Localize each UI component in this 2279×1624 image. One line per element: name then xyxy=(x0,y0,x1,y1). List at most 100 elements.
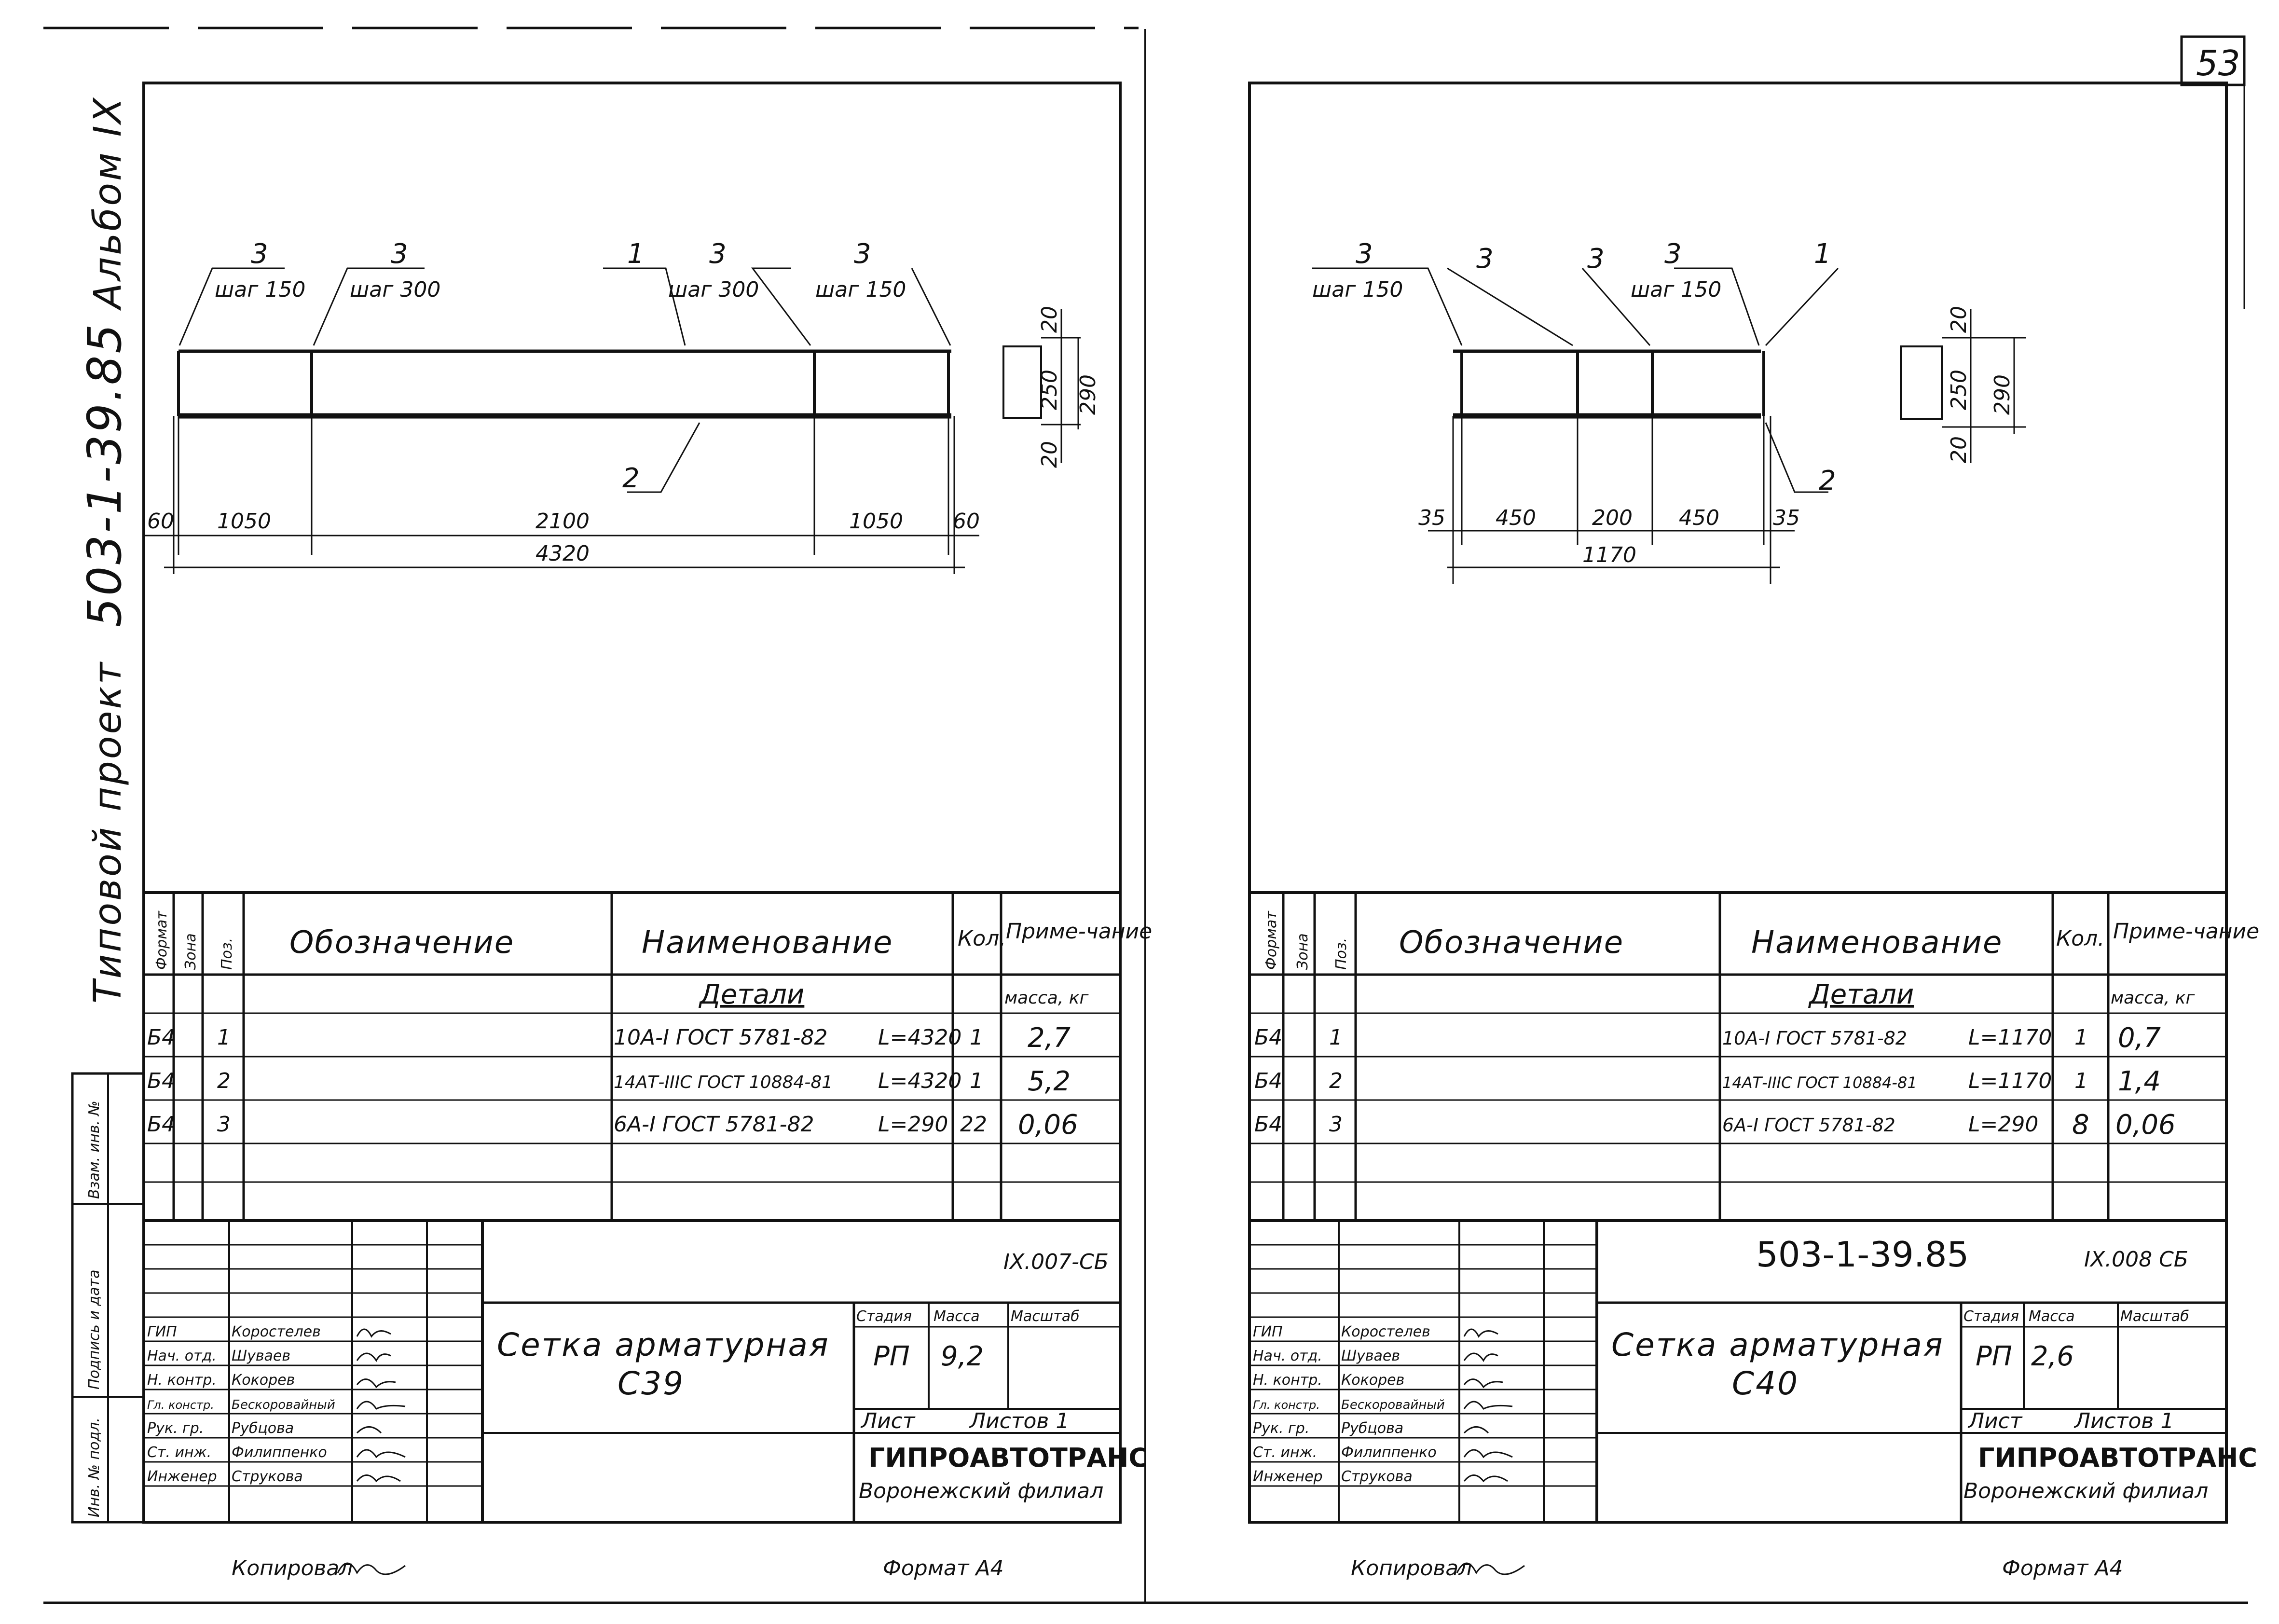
c40-callout-3d-step: шаг 150 xyxy=(1631,277,1721,302)
copied-c39: Копировал xyxy=(232,1556,353,1581)
doc-code-c40: 503-1-39.85 xyxy=(1756,1234,1969,1275)
stamp-podpis-data: Подпись и дата xyxy=(86,1270,103,1390)
left-stamp-strip: Взам. инв. № Подпись и дата Инв. № подл. xyxy=(71,1072,145,1524)
c40-name-inzh: Струкова xyxy=(1341,1468,1413,1485)
c40-th-format: Формат xyxy=(1263,910,1280,970)
stamp-inv-podl: Инв. № подл. xyxy=(86,1418,103,1517)
c40-dim-35b: 35 xyxy=(1773,506,1800,530)
sheet-code-c40: IX.008 СБ xyxy=(2084,1247,2188,1272)
sheet-label-c39: Лист xyxy=(860,1409,916,1433)
stamp-vzam-inv: Взам. инв. № xyxy=(86,1101,103,1199)
c40-callout-3a-num: 3 xyxy=(1356,238,1373,270)
dim-1050a: 1050 xyxy=(217,509,271,534)
branch-c39: Воронежский филиал xyxy=(859,1479,1103,1503)
c40-role-nach: Нач. отд. xyxy=(1253,1348,1322,1364)
branch-c40: Воронежский филиал xyxy=(1963,1479,2208,1503)
page-number-box: 53 xyxy=(2180,35,2246,86)
role-inzh: Инженер xyxy=(147,1468,217,1485)
sec-c39-20a: 20 xyxy=(1037,306,1062,333)
th-zone: Зона xyxy=(182,933,199,970)
name-rukgr: Рубцова xyxy=(232,1420,294,1437)
c40-th-designation: Обозначение xyxy=(1399,925,1624,961)
c40-row3-name: 6А-I ГОСТ 5781-82 xyxy=(1722,1115,1895,1136)
callout-2-num: 2 xyxy=(622,463,640,494)
c40-th-name: Наименование xyxy=(1751,925,2003,961)
dim-60a: 60 xyxy=(147,509,174,534)
row1-format: Б4 xyxy=(147,1025,175,1050)
copier-signature-c40 xyxy=(1456,1562,1525,1575)
row1-name: 10А-I ГОСТ 5781-82 xyxy=(614,1025,828,1050)
c40-th-zone: Зона xyxy=(1294,933,1311,970)
sheets-label-c40: Листов 1 xyxy=(2073,1409,2174,1433)
c40-section-details: Детали xyxy=(1808,979,1914,1010)
c40-row1-pos: 1 xyxy=(1329,1025,1343,1050)
role-rukgr: Рук. гр. xyxy=(147,1420,204,1437)
role-glkonstr: Гл. констр. xyxy=(147,1398,214,1412)
row2-length: L=4320 xyxy=(878,1069,961,1093)
c40-row1-name: 10А-I ГОСТ 5781-82 xyxy=(1722,1028,1907,1049)
page-number: 53 xyxy=(2196,43,2240,83)
dim-60b: 60 xyxy=(953,509,980,534)
name-stinzh: Филиппенко xyxy=(232,1444,327,1461)
name-glkonstr: Бескоровайный xyxy=(232,1398,335,1412)
title-line1-c39: Сетка арматурная xyxy=(497,1326,830,1363)
row3-length: L=290 xyxy=(878,1112,948,1137)
c40-callout-1-num: 1 xyxy=(1814,238,1831,270)
callout-3d-num: 3 xyxy=(854,238,871,270)
th-designation: Обозначение xyxy=(289,925,514,961)
callout-3c-step: шаг 300 xyxy=(668,277,759,302)
name-inzh: Струкова xyxy=(232,1468,303,1485)
mass-label-c39: Масса xyxy=(934,1308,980,1325)
callout-3d-step: шаг 150 xyxy=(815,277,906,302)
c40-name-stinzh: Филиппенко xyxy=(1341,1444,1437,1461)
c40-row2-format: Б4 xyxy=(1254,1069,1282,1093)
c40-role-glkonstr: Гл. констр. xyxy=(1253,1398,1320,1412)
signatures-c39 xyxy=(356,1328,406,1483)
dim-4320: 4320 xyxy=(535,541,590,566)
row2-qty: 1 xyxy=(970,1069,983,1093)
c40-callout-3b-num: 3 xyxy=(1476,243,1494,275)
title-block-c40: 503-1-39.85 IX.008 СБ ГИП Коростелев Нач… xyxy=(1249,1219,2257,1522)
mass-c40: 2,6 xyxy=(2031,1341,2074,1372)
c40-dim-35a: 35 xyxy=(1418,506,1445,530)
spec-table-c40: Формат Зона Поз. Обозначение Наименовани… xyxy=(1249,891,2259,1221)
sheets-label-c39: Листов 1 xyxy=(969,1409,1069,1433)
callout-3b-num: 3 xyxy=(391,238,408,270)
c40-callout-3c-num: 3 xyxy=(1587,243,1605,275)
callout-3a-step: шаг 150 xyxy=(215,277,305,302)
stage-label-c39: Стадия xyxy=(856,1308,912,1325)
row3-note: 0,06 xyxy=(1018,1109,1078,1141)
c40-role-stinzh: Ст. инж. xyxy=(1253,1444,1317,1461)
row1-pos: 1 xyxy=(217,1025,231,1050)
sheet-code-c39: IX.007-СБ xyxy=(1003,1250,1109,1274)
c40-callout-2-num: 2 xyxy=(1819,465,1836,496)
sec-c39-290: 290 xyxy=(1076,374,1100,415)
side-title: Альбом IX 503-1-39.85 Типовой проект xyxy=(78,96,132,1004)
name-nach: Шуваев xyxy=(232,1348,290,1364)
sec-c40-290: 290 xyxy=(1990,374,2015,415)
c40-row3-pos: 3 xyxy=(1329,1112,1343,1137)
row1-note: 2,7 xyxy=(1028,1022,1071,1054)
dim-2100: 2100 xyxy=(535,509,590,534)
mesh-c39-drawing: 3 шаг 150 3 шаг 300 1 3 шаг 300 3 шаг 15… xyxy=(145,238,980,574)
page-furniture xyxy=(43,27,2248,1604)
c40-row1-note: 0,7 xyxy=(2118,1022,2161,1054)
c40-dim-1170: 1170 xyxy=(1582,543,1636,567)
c40-role-inzh: Инженер xyxy=(1253,1468,1323,1485)
c40-th-qty: Кол. xyxy=(2056,926,2104,951)
row1-length: L=4320 xyxy=(878,1025,961,1050)
row3-qty: 22 xyxy=(960,1112,987,1137)
row3-name: 6А-I ГОСТ 5781-82 xyxy=(614,1112,814,1137)
c40-role-rukgr: Рук. гр. xyxy=(1253,1420,1309,1437)
org-c39: ГИПРОАВТОТРАНС xyxy=(868,1443,1148,1473)
row1-qty: 1 xyxy=(970,1025,983,1050)
stage-c39: РП xyxy=(873,1341,910,1372)
c40-dim-200: 200 xyxy=(1592,506,1633,530)
callout-3c-num: 3 xyxy=(709,238,727,270)
callout-3a-num: 3 xyxy=(251,238,268,270)
c40-row1-length: L=1170 xyxy=(1968,1025,2052,1050)
scale-label-c40: Масштаб xyxy=(2120,1308,2189,1325)
title-line2-c40: С40 xyxy=(1732,1365,1799,1402)
org-c40: ГИПРОАВТОТРАНС xyxy=(1978,1443,2257,1473)
role-stinzh: Ст. инж. xyxy=(147,1444,211,1461)
